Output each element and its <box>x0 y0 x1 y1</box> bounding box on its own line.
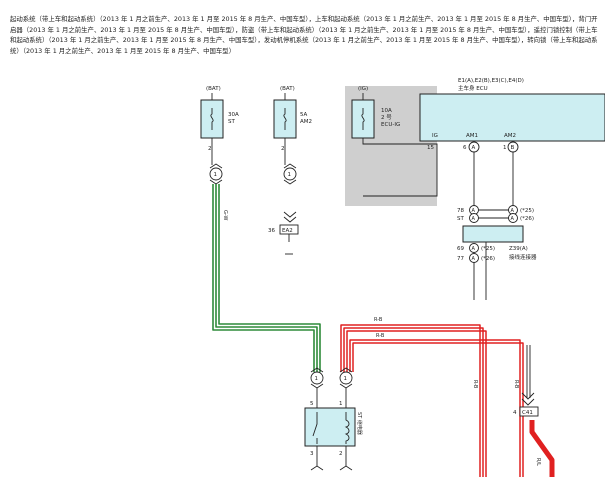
splice-arrow-icon <box>283 211 297 223</box>
relay-pin-2: 2 <box>339 451 343 457</box>
ecu-name: 主车身 ECU <box>458 84 488 92</box>
relay-pin-3: 3 <box>310 451 314 457</box>
junction-row2-conn-right-label: A <box>511 216 515 222</box>
red-wire-1-label: R-B <box>374 317 383 323</box>
fuse-st-icon <box>210 108 214 130</box>
relay-connector-right <box>339 371 353 385</box>
relay-connector-right-label: 1 <box>344 376 348 382</box>
fuse-st-name: ST <box>228 119 235 125</box>
right-red-wire <box>529 420 555 477</box>
relay-connector-left <box>310 371 324 385</box>
relay-pin-5: 5 <box>310 401 314 407</box>
junction-row1-conn-right-label: A <box>511 208 515 214</box>
ecu-connectors: E1(A),E2(B),E3(C),E4(D) <box>458 78 524 84</box>
fuse-am2-icon <box>283 108 287 130</box>
ecu-ig-pin-number: 15 <box>427 145 434 151</box>
ecu-am2-conn-label: B <box>511 145 515 151</box>
fuse-st-amp: 30A <box>228 112 239 118</box>
side-wire-label-2: R-B <box>513 380 519 389</box>
fuse-am2-connector <box>283 167 297 181</box>
fuse-ig-box <box>351 99 375 139</box>
ecu-am2-pin-number: 1 <box>503 145 507 151</box>
red-wire-1 <box>340 324 487 477</box>
fuse-st-connector <box>209 167 223 181</box>
junction-row3-conn <box>469 243 479 253</box>
relay-pin-1: 1 <box>339 401 343 407</box>
junction-ref: Z39(A) <box>509 246 528 252</box>
fuse-am2-source: (BAT) <box>280 86 295 92</box>
junction-row1-tag: (*25) <box>520 208 534 214</box>
fuse-am2-conn-label: 1 <box>288 172 292 178</box>
red-wire-2-label: R-B <box>376 333 385 339</box>
junction-box <box>462 225 524 243</box>
junction-row3-tag: (*25) <box>481 246 495 252</box>
c41-pin: 4 <box>513 410 517 416</box>
right-wire-label: R/L <box>535 458 541 466</box>
fuse-st-conn-label: 1 <box>214 172 218 178</box>
junction-row2-pin: ST <box>457 216 464 222</box>
relay-coil-icon <box>344 412 350 444</box>
c41-box <box>519 406 539 417</box>
c41-code: C41 <box>522 410 533 416</box>
green-wire <box>212 184 321 372</box>
junction-row2-conn-label: A <box>472 216 476 222</box>
junction-row1-conn-label: A <box>472 208 476 214</box>
junction-row1-pin: 78 <box>457 208 464 214</box>
junction-row3-pin: 69 <box>457 246 464 252</box>
diagram-caption: 起动系统（带上车和起动系统）（2013 年 1 月之前生产、2013 年 1 月… <box>10 15 598 55</box>
junction-row4-conn-label: A <box>472 256 476 262</box>
junction-row2-tag: (*26) <box>520 216 534 222</box>
red-wire-2 <box>349 339 524 477</box>
ecu-pin-ig: IG <box>432 133 438 139</box>
fuse-am2-pin: 2 <box>281 146 285 152</box>
c41-arrow-icon <box>521 392 535 406</box>
relay-connector-left-label: 1 <box>315 376 319 382</box>
splice-code: EA2 <box>282 228 293 234</box>
junction-name: 接线连接器 <box>509 253 537 261</box>
splice-pin: 36 <box>268 228 275 234</box>
relay-name: ST 继电器 <box>356 412 363 435</box>
fuse-st-box <box>200 99 224 139</box>
side-wire-label-1: R-B <box>472 380 478 389</box>
fuse-ig-name: 2 号 <box>381 114 392 121</box>
fuse-am2-box <box>273 99 297 139</box>
junction-row2-conn-right <box>508 213 518 223</box>
junction-row4-tag: (*26) <box>481 256 495 262</box>
green-wire-label: G-W <box>222 210 228 220</box>
fuse-st-source: (BAT) <box>206 86 221 92</box>
ecu-am1-conn-label: A <box>472 145 476 151</box>
fuse-ig-name2: ECU-IG <box>381 122 400 128</box>
ecu-pin-am2: AM2 <box>504 133 516 139</box>
junction-row2-conn <box>469 213 479 223</box>
fuse-am2-name: AM2 <box>300 119 312 125</box>
fuse-ig-icon <box>361 108 365 130</box>
fuse-am2-amp: 5A <box>300 112 307 118</box>
ecu-am1-pin-number: 6 <box>463 145 467 151</box>
fuse-ig-source: (IG) <box>358 86 368 92</box>
relay-switch-icon <box>312 412 318 444</box>
ig-wire <box>362 138 438 197</box>
ecu-pin-am1: AM1 <box>466 133 478 139</box>
fuse-ig-amp: 10A <box>381 108 392 114</box>
ecu-box <box>419 93 605 142</box>
junction-row4-pin: 77 <box>457 256 464 262</box>
junction-row3-conn-label: A <box>472 246 476 252</box>
fuse-st-pin: 2 <box>208 146 212 152</box>
